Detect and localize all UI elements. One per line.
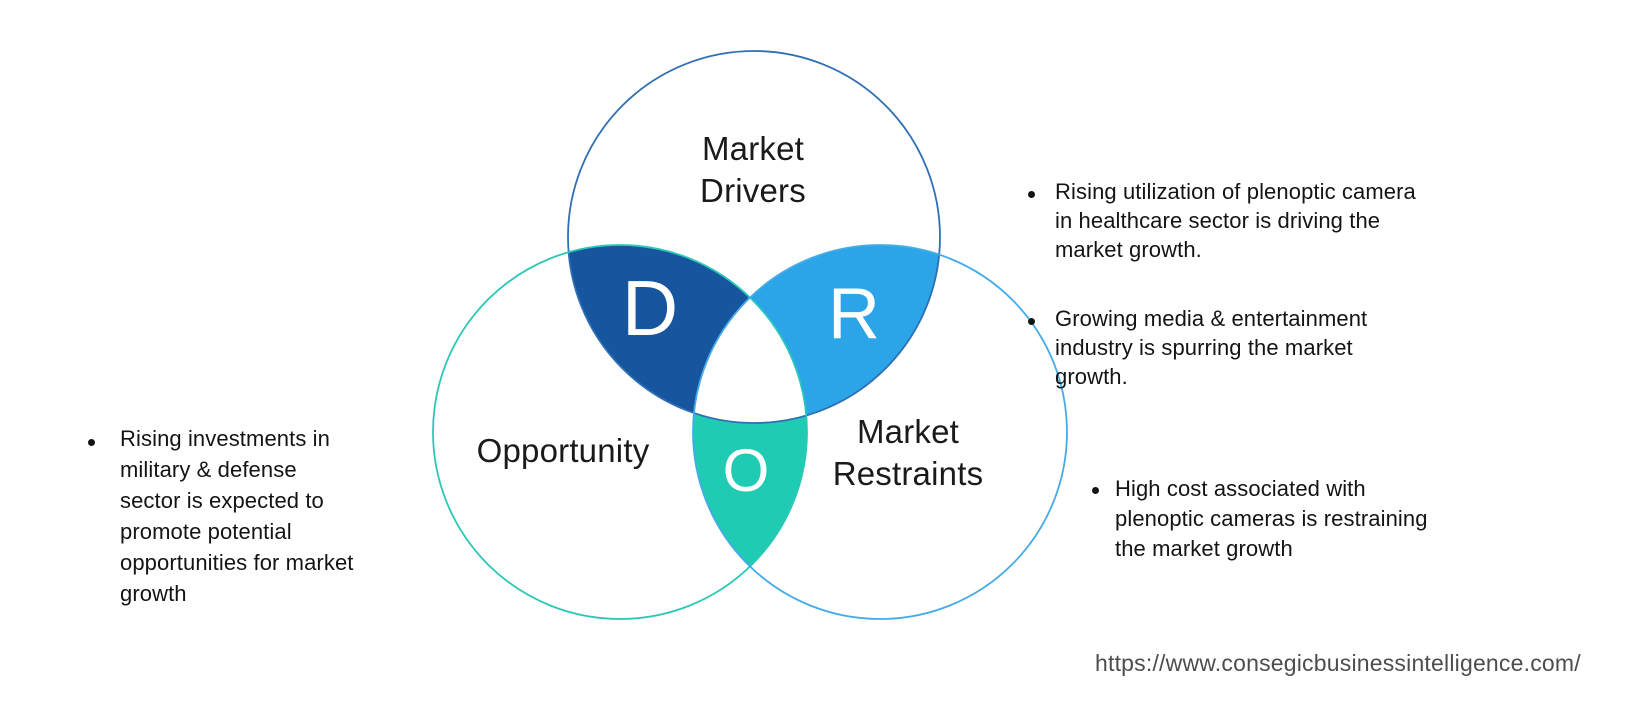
overlap-letter-o: O: [722, 437, 770, 504]
drivers-bullet-1: Rising utilization of plenoptic camera i…: [1028, 179, 1416, 262]
opportunity-bullet-1: Rising investments in military & defense…: [88, 423, 354, 609]
drivers-circle-label: Market Drivers: [700, 130, 806, 209]
restraints-circle-outline: [692, 244, 1068, 620]
restraints-annotation-block: High cost associated with plenoptic came…: [1092, 414, 1428, 624]
opportunity-annotation-block: Rising investments in military & defense…: [88, 361, 354, 671]
opportunity-circle-outline: [432, 244, 808, 620]
drivers-circle-outline: [567, 50, 941, 424]
restraints-bullet-1: High cost associated with plenoptic came…: [1092, 474, 1428, 564]
restraints-circle-label: Market Restraints: [832, 413, 984, 492]
source-url: https://www.consegicbusinessintelligence…: [1095, 650, 1581, 676]
drivers-annotation-block: Rising utilization of plenoptic camera i…: [1028, 119, 1416, 449]
drivers-bullet-2: Growing media & entertainment industry i…: [1028, 304, 1416, 391]
overlap-letter-r: R: [828, 274, 880, 354]
overlap-letter-d: D: [621, 264, 679, 352]
opportunity-circle-label: Opportunity: [476, 432, 650, 469]
